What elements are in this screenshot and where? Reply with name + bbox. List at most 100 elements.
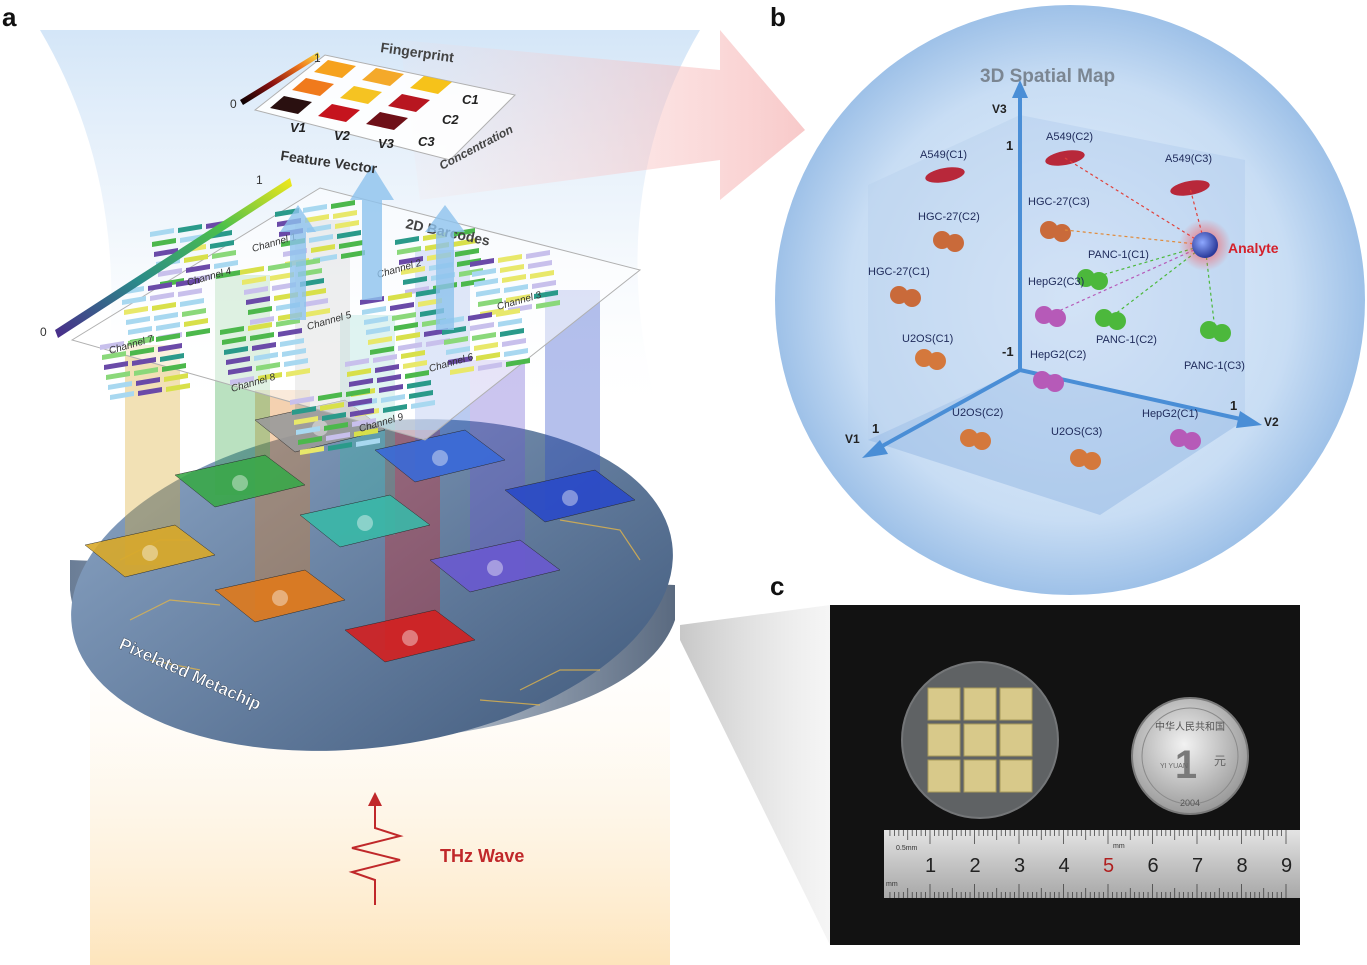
barcode-bar: [208, 230, 232, 239]
barcode-bar: [303, 204, 327, 213]
upward-arrows: [280, 165, 465, 330]
wafer-pad: [999, 759, 1033, 793]
barcode-bar: [337, 230, 361, 239]
tick-v2-end: 1: [1230, 398, 1237, 413]
barcode-bar: [502, 338, 526, 347]
ruler-number: 1: [925, 855, 936, 877]
barcode-bar: [184, 254, 208, 263]
cell-marker: [1090, 272, 1108, 290]
cell-label: HepG2(C3): [1028, 276, 1084, 288]
barcode-bar: [186, 328, 210, 337]
wafer-pad: [963, 687, 997, 721]
barcode-bar: [472, 268, 496, 277]
barcode-bar: [128, 326, 152, 335]
cell-marker: [1053, 224, 1071, 242]
metasurface-pad: [344, 609, 476, 663]
metasurface-pad: [174, 454, 306, 508]
barcode-bar: [132, 357, 156, 366]
tick-v3-bottom: -1: [1002, 344, 1014, 359]
barcode-bar: [461, 278, 485, 287]
cell-label: PANC-1(C2): [1096, 334, 1157, 346]
barcode-bar: [254, 352, 278, 361]
barcode-bar: [275, 208, 299, 217]
barcode-bar: [470, 258, 494, 267]
barcode-bar: [394, 322, 418, 331]
barcode-bar: [397, 246, 421, 255]
fingerprint-cell: [388, 94, 430, 112]
barcode-bar: [333, 210, 357, 219]
barcode-bar: [178, 288, 202, 297]
ruler-number: 6: [1148, 855, 1159, 877]
cell-marker: [1046, 374, 1064, 392]
axis-v1-label: V1: [845, 432, 860, 446]
fingerprint-cell: [410, 76, 452, 94]
barcode-bar: [230, 376, 254, 385]
barcode-scale: 0 1: [40, 173, 292, 339]
barcode-bar: [381, 394, 405, 403]
barcode-bar: [455, 248, 479, 257]
cell-label: HGC-27(C1): [868, 266, 930, 278]
barcode-bar: [444, 336, 468, 345]
barcode-bar: [164, 373, 188, 382]
barcode-bar: [110, 391, 134, 400]
ruler-number: 9: [1281, 855, 1292, 877]
barcode-bar: [409, 390, 433, 399]
barcode-bar: [326, 432, 350, 441]
barcode-bar: [331, 200, 355, 209]
barcode-bar: [222, 336, 246, 345]
barcode-bar: [532, 280, 556, 289]
barcode-bar: [136, 377, 160, 386]
barcode-bar: [166, 383, 190, 392]
barcode-bar: [270, 272, 294, 281]
wafer-pad: [927, 759, 961, 793]
barcode-bar: [280, 338, 304, 347]
ruler-unit-bottom: mm: [886, 881, 898, 888]
barcode-bar: [258, 372, 282, 381]
barcode-bar: [154, 312, 178, 321]
cell-marker: [1108, 312, 1126, 330]
barcode-bar: [178, 224, 202, 233]
barcode-bar: [496, 308, 520, 317]
ruler-number: 4: [1059, 855, 1070, 877]
barcode-bar: [158, 268, 182, 277]
barcode-bar: [138, 387, 162, 396]
barcode-bar: [451, 228, 475, 237]
barcode-bar: [375, 364, 399, 373]
barcode-bar: [154, 248, 178, 257]
cell-label: U2OS(C2): [952, 407, 1003, 419]
barcode-bar: [500, 264, 524, 273]
cell-on-pad: [402, 630, 418, 646]
bar-scale-max: 1: [256, 173, 263, 187]
barcode-bar: [373, 354, 397, 363]
cell-on-pad: [357, 515, 373, 531]
barcode-bar: [304, 298, 328, 307]
barcode-bar: [450, 366, 474, 375]
barcode-bar: [256, 362, 280, 371]
barcode-bar: [124, 306, 148, 315]
barcode-bar: [180, 298, 204, 307]
wafer-pad: [999, 687, 1033, 721]
barcode-bar: [102, 351, 126, 360]
cell-label: PANC-1(C1): [1088, 249, 1149, 261]
barcode-bar: [442, 326, 466, 335]
barcode-bar: [252, 342, 276, 351]
fp-col-v2: V2: [334, 128, 351, 143]
spatial-sphere: [775, 5, 1365, 595]
barcode-bar: [474, 342, 498, 351]
barcode-bar: [407, 380, 431, 389]
coin-char: 元: [1214, 754, 1226, 768]
cell-on-pad: [142, 545, 158, 561]
barcode-bar: [128, 337, 152, 346]
thz-wave-label: THz Wave: [440, 846, 524, 866]
barcode-bar: [476, 352, 500, 361]
barcode-bar: [220, 326, 244, 335]
barcode-bar: [152, 302, 176, 311]
barcode-bar: [182, 308, 206, 317]
barcode-bar: [318, 392, 342, 401]
barcode-bar: [504, 284, 528, 293]
barcode-bar: [403, 276, 427, 285]
barcode-plane: [70, 187, 642, 455]
metasurface-pad: [374, 429, 506, 483]
wafer-pad: [927, 687, 961, 721]
cell-marker: [1183, 432, 1201, 450]
